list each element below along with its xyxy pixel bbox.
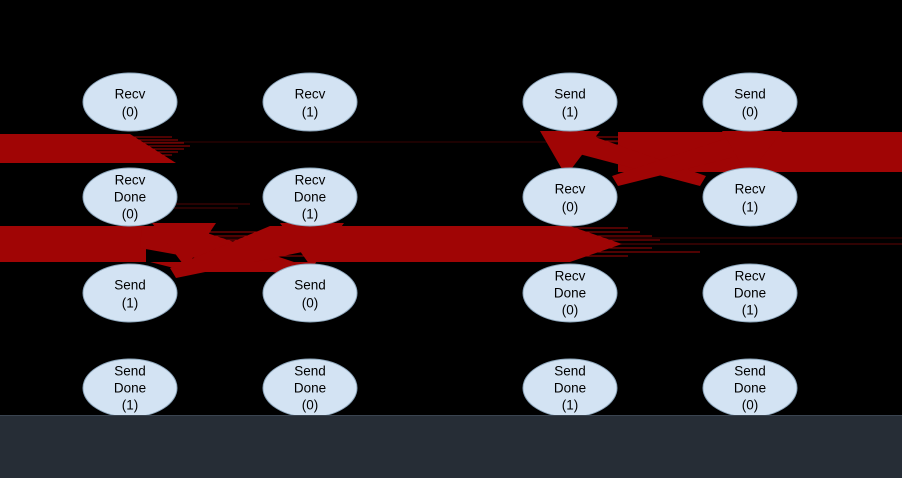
node-ellipse[interactable] (522, 263, 618, 323)
node-senddone-1[interactable]: Send Done (1) (82, 358, 178, 418)
node-recv-0-mid[interactable]: Recv (0) (522, 167, 618, 227)
edge-cross-right-arrowhead-b (722, 131, 782, 176)
node-ellipse[interactable] (82, 263, 178, 323)
node-send-1[interactable]: Send (1) (82, 263, 178, 323)
node-ellipse[interactable] (702, 72, 798, 132)
node-senddone-0[interactable]: Send Done (0) (262, 358, 358, 418)
node-recvdone-1b[interactable]: Recv Done (1) (702, 263, 798, 323)
edge-right-band-lower-hairlines (560, 243, 902, 253)
node-senddone-1b[interactable]: Send Done (1) (522, 358, 618, 418)
edge-cross-left-lower-wedge (150, 262, 312, 272)
node-ellipse[interactable] (82, 358, 178, 418)
node-ellipse[interactable] (702, 358, 798, 418)
node-recvdone-0[interactable]: Recv Done (0) (82, 167, 178, 227)
node-ellipse[interactable] (262, 263, 358, 323)
node-send-0-top[interactable]: Send (0) (702, 72, 798, 132)
edge-left-band-upper (0, 134, 130, 163)
edge-cross-left-arrowhead-b (280, 223, 344, 268)
node-recvdone-0b[interactable]: Recv Done (0) (522, 263, 618, 323)
node-ellipse[interactable] (82, 167, 178, 227)
node-ellipse[interactable] (522, 358, 618, 418)
edge-right-band-lower (0, 249, 130, 262)
node-send-1-top[interactable]: Send (1) (522, 72, 618, 132)
edge-cross-left-arrowhead-a (152, 223, 216, 268)
node-send-0[interactable]: Send (0) (262, 263, 358, 323)
node-ellipse[interactable] (262, 358, 358, 418)
node-ellipse[interactable] (702, 263, 798, 323)
node-ellipse[interactable] (262, 72, 358, 132)
edge-cross-right-hairlines (566, 136, 748, 170)
node-ellipse[interactable] (522, 167, 618, 227)
node-recv-1[interactable]: Recv (1) (262, 72, 358, 132)
edge-layer (0, 131, 902, 278)
status-bar (0, 415, 902, 478)
node-ellipse[interactable] (702, 167, 798, 227)
node-ellipse[interactable] (522, 72, 618, 132)
edge-right-band-lower-stub (455, 242, 570, 262)
node-recv-0[interactable]: Recv (0) (82, 72, 178, 132)
node-recv-1-mid[interactable]: Recv (1) (702, 167, 798, 227)
edge-cross-right-arrowhead-a (540, 131, 600, 176)
node-senddone-0b[interactable]: Send Done (0) (702, 358, 798, 418)
node-ellipse[interactable] (262, 167, 358, 227)
node-recvdone-1[interactable]: Recv Done (1) (262, 167, 358, 227)
node-ellipse[interactable] (82, 72, 178, 132)
